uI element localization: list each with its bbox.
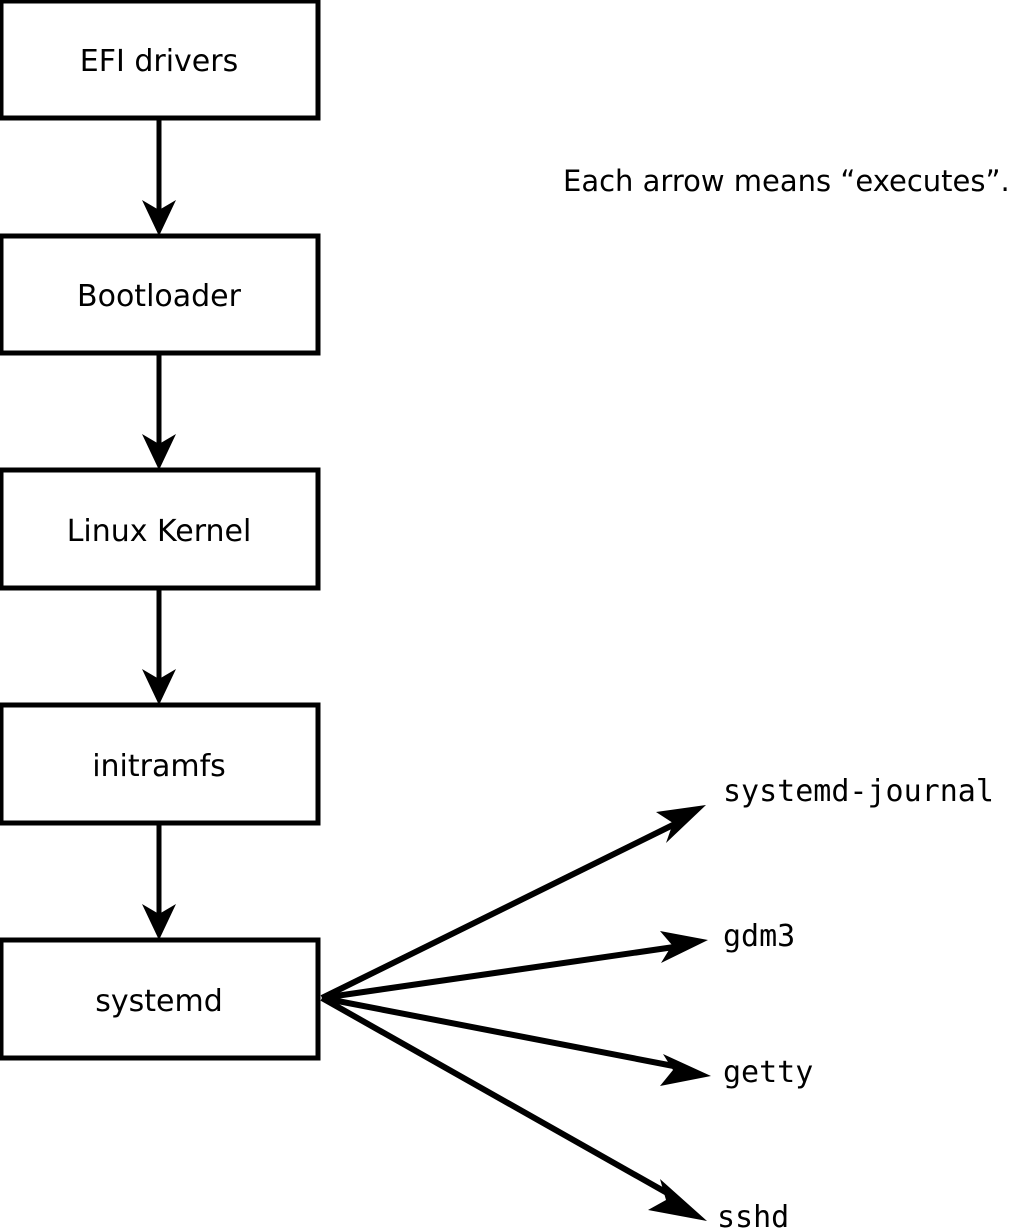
service-label-gdm3: gdm3: [723, 919, 795, 954]
arrow-head-down: [142, 669, 176, 705]
node-box: [0, 233, 321, 356]
node-box: [0, 937, 321, 1061]
arrow-shaft: [320, 817, 685, 1001]
node-label: EFI drivers: [80, 44, 238, 79]
node-label: initramfs: [92, 749, 226, 784]
service-labels: systemd-journal gdm3 getty sshd: [717, 774, 994, 1230]
arrow-systemd-to-sshd: [320, 995, 707, 1221]
node-box: [0, 0, 321, 121]
node-linux-kernel[interactable]: Linux Kernel: [0, 467, 321, 591]
node-box: [0, 702, 321, 826]
service-label-systemd-journal: systemd-journal: [723, 774, 994, 809]
arrow-shaft: [320, 995, 678, 1201]
node-label: systemd: [95, 984, 223, 1019]
arrow-shaft: [321, 995, 685, 1071]
boot-chain-boxes: EFI drivers Bootloader Linux Kernel init…: [0, 0, 321, 1061]
arrow-systemd-to-getty: [321, 995, 711, 1086]
arrow-systemd-to-gdm3: [321, 931, 708, 1001]
arrow-head-down: [142, 434, 176, 470]
arrow-kernel-to-initramfs: [142, 588, 176, 705]
node-box: [0, 467, 321, 591]
systemd-service-arrows: [320, 805, 711, 1221]
arrow-head-up-right: [656, 805, 706, 843]
arrow-shaft: [321, 943, 682, 1001]
node-bootloader[interactable]: Bootloader: [0, 233, 321, 356]
node-label: Linux Kernel: [67, 514, 252, 549]
arrow-efi-to-bootloader: [142, 118, 176, 236]
arrow-head-down-right: [648, 1179, 707, 1221]
diagram-caption: Each arrow means “executes”.: [563, 164, 1010, 198]
arrow-head-down-right: [660, 1054, 711, 1086]
service-label-getty: getty: [723, 1055, 813, 1090]
node-efi-drivers[interactable]: EFI drivers: [0, 0, 321, 121]
arrow-head-up-right: [660, 931, 708, 963]
arrow-systemd-to-systemd-journal: [320, 805, 706, 1001]
boot-chain-arrows: [142, 118, 176, 940]
arrow-head-down: [142, 904, 176, 940]
node-initramfs[interactable]: initramfs: [0, 702, 321, 826]
node-label: Bootloader: [77, 279, 242, 314]
arrow-bootloader-to-kernel: [142, 353, 176, 470]
node-systemd[interactable]: systemd: [0, 937, 321, 1061]
service-label-sshd: sshd: [717, 1200, 789, 1230]
arrow-head-down: [142, 200, 176, 236]
arrow-initramfs-to-systemd: [142, 823, 176, 940]
